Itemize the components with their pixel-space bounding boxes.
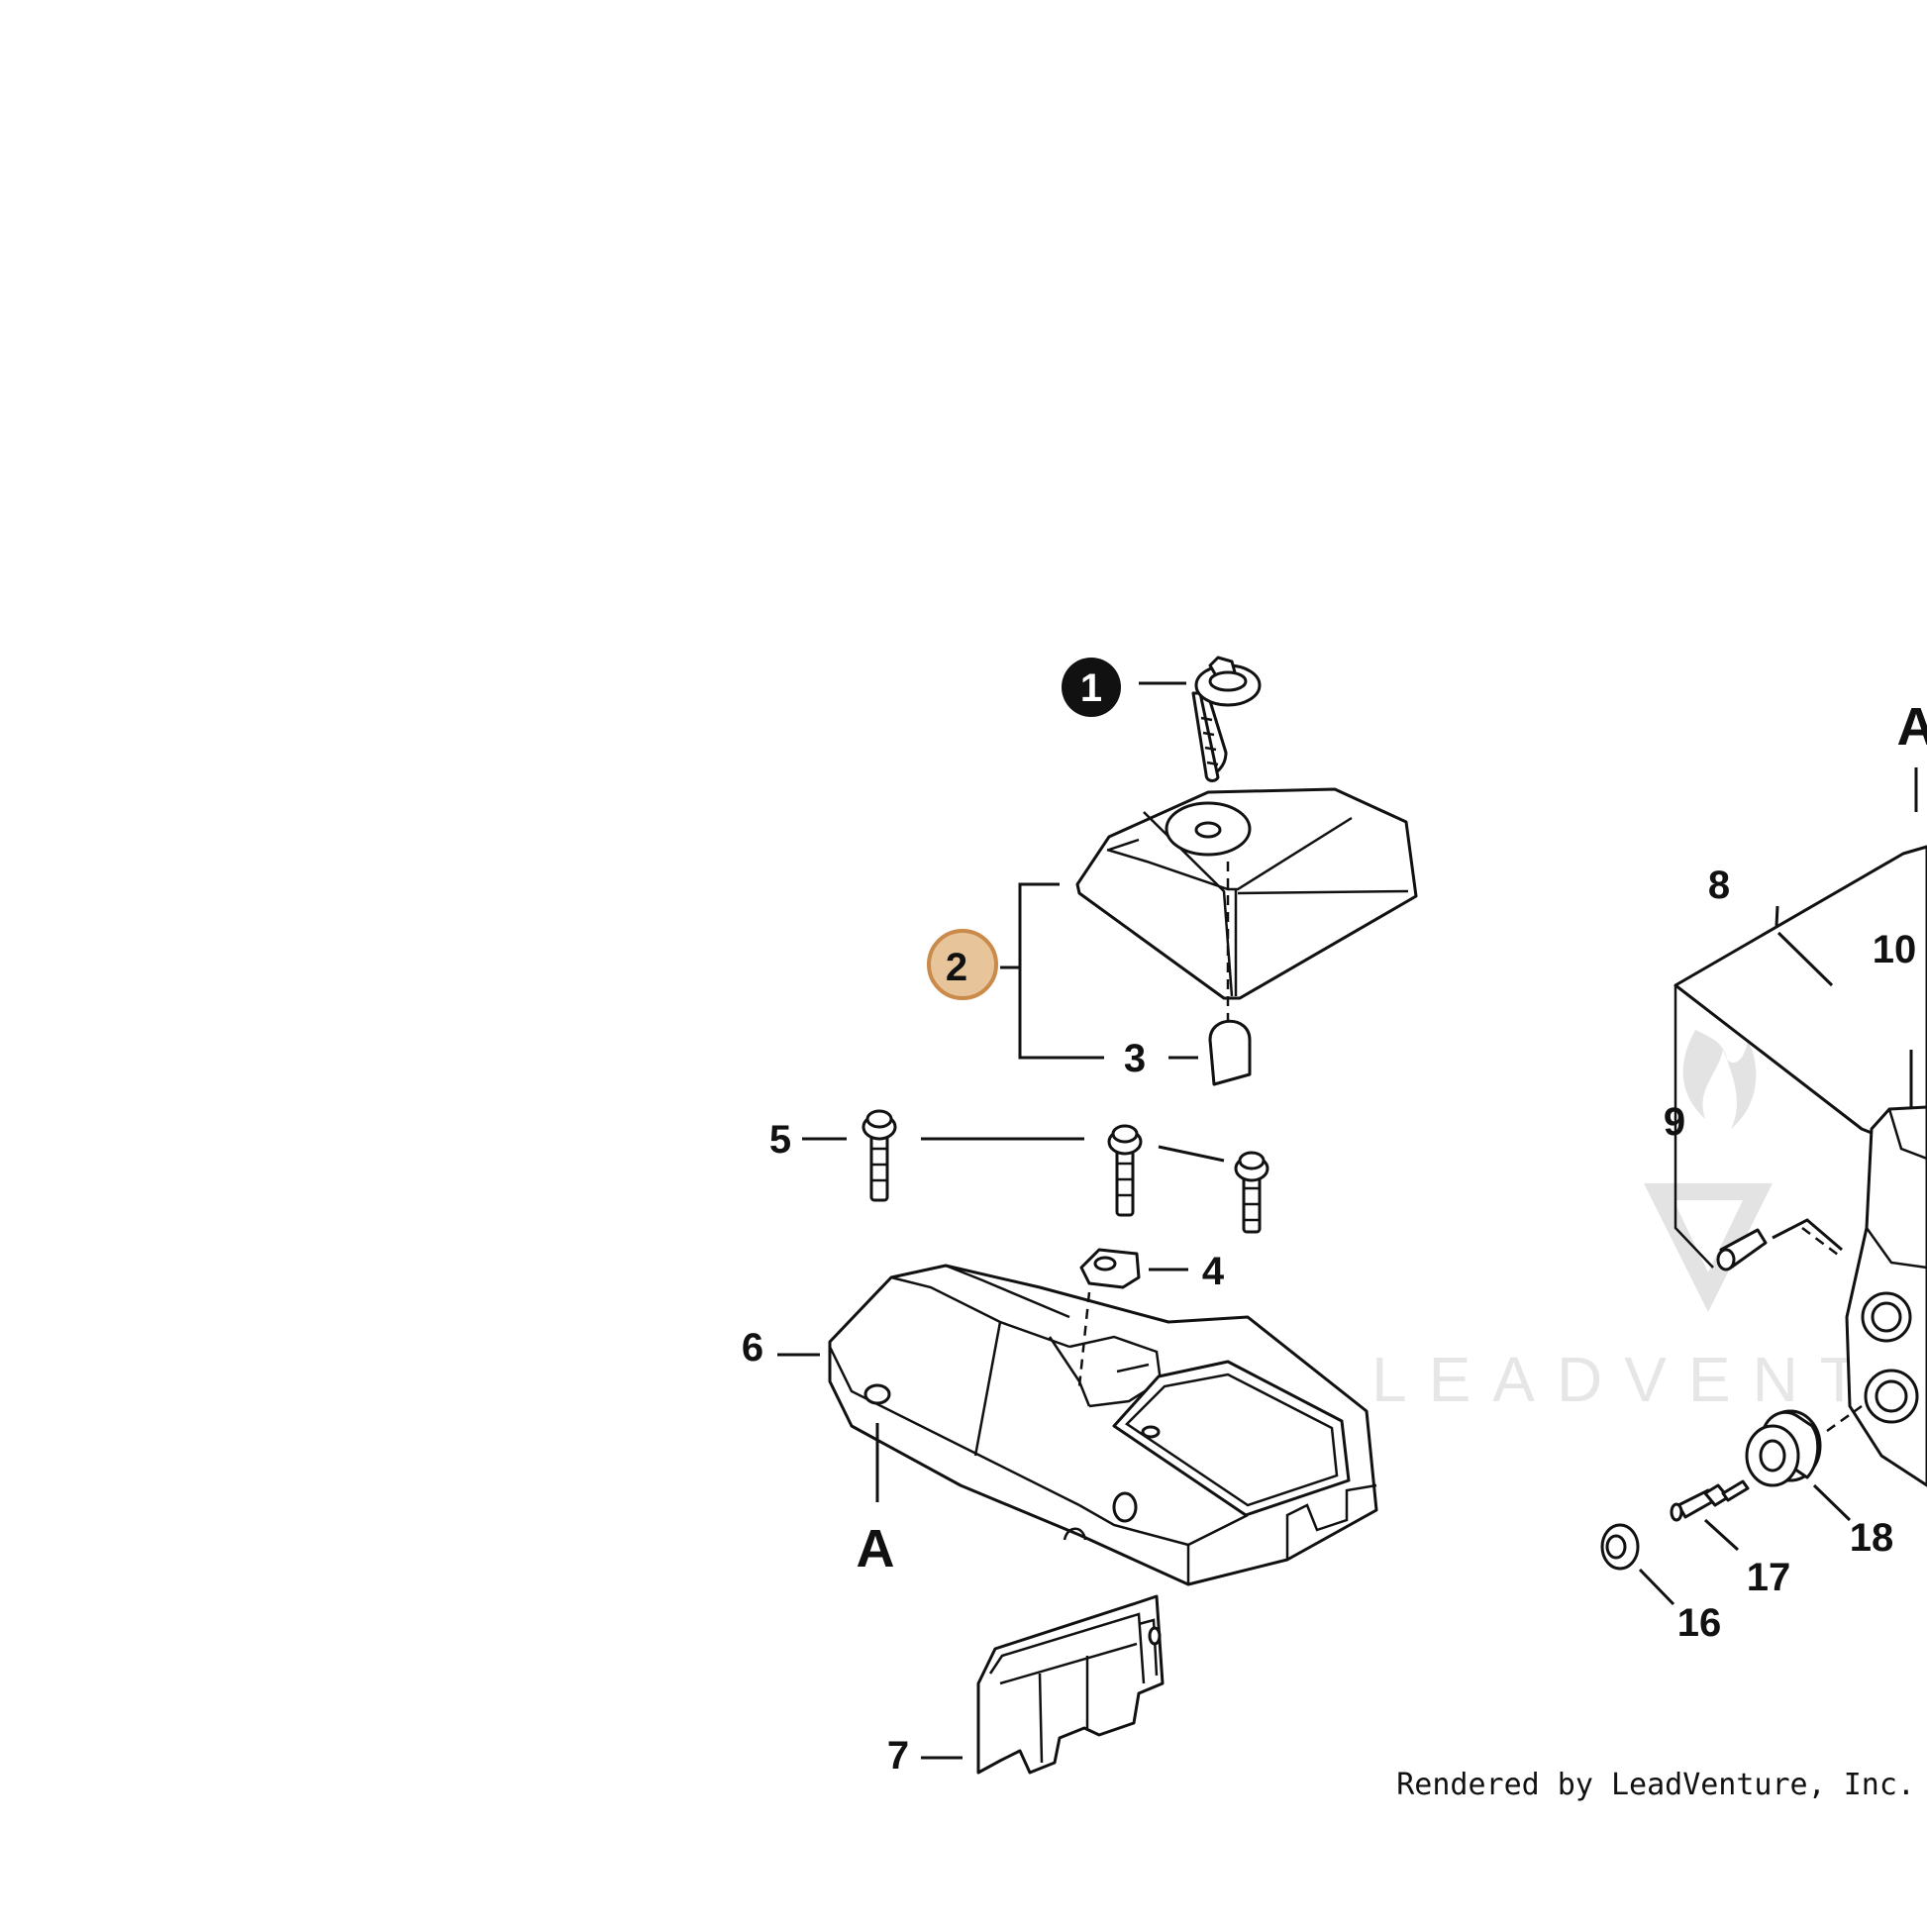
leader-bracket-2-3 <box>1020 884 1104 1058</box>
leader-8 <box>1776 906 1777 926</box>
part-5-screws <box>863 1111 1268 1232</box>
svg-text:1: 1 <box>1080 666 1102 710</box>
part-18-grommet <box>1747 1411 1820 1485</box>
watermark-text: LEADVENT <box>1371 1344 1880 1415</box>
svg-text:2: 2 <box>946 946 967 989</box>
part-4-nut <box>1081 1250 1139 1287</box>
callout-6[interactable]: 6 <box>742 1326 763 1370</box>
part-1-knob-bolt <box>1193 658 1260 780</box>
leader-17 <box>1705 1520 1738 1550</box>
part-3-grommet <box>1210 1021 1250 1084</box>
part-bracket-housing <box>1802 1107 1927 1485</box>
part-6-housing <box>830 1266 1376 1584</box>
callout-5[interactable]: 5 <box>769 1118 791 1162</box>
part-2-air-filter-cover <box>1077 789 1416 1020</box>
reference-letter-a-right: A <box>1897 697 1927 757</box>
leader-5c <box>1159 1147 1224 1161</box>
callout-2[interactable]: 2 <box>929 931 996 998</box>
callout-4[interactable]: 4 <box>1202 1250 1225 1293</box>
callout-7[interactable]: 7 <box>887 1734 909 1778</box>
part-17-nipple <box>1672 1481 1748 1520</box>
callout-10[interactable]: 10 <box>1873 928 1917 971</box>
reference-letter-a-left: A <box>857 1519 895 1578</box>
leader-16 <box>1640 1570 1673 1604</box>
callout-3[interactable]: 3 <box>1124 1037 1146 1080</box>
callout-8[interactable]: 8 <box>1708 864 1730 907</box>
callout-1[interactable]: 1 <box>1062 658 1121 717</box>
part-7-plate <box>978 1596 1163 1773</box>
callout-16[interactable]: 16 <box>1677 1601 1722 1645</box>
leader-18 <box>1814 1485 1850 1520</box>
callout-17[interactable]: 17 <box>1747 1556 1791 1599</box>
part-16-nut <box>1602 1525 1638 1569</box>
callout-18[interactable]: 18 <box>1850 1516 1894 1560</box>
rendered-by-credit: Rendered by LeadVenture, Inc. <box>1396 1768 1915 1802</box>
callout-9[interactable]: 9 <box>1664 1100 1685 1144</box>
